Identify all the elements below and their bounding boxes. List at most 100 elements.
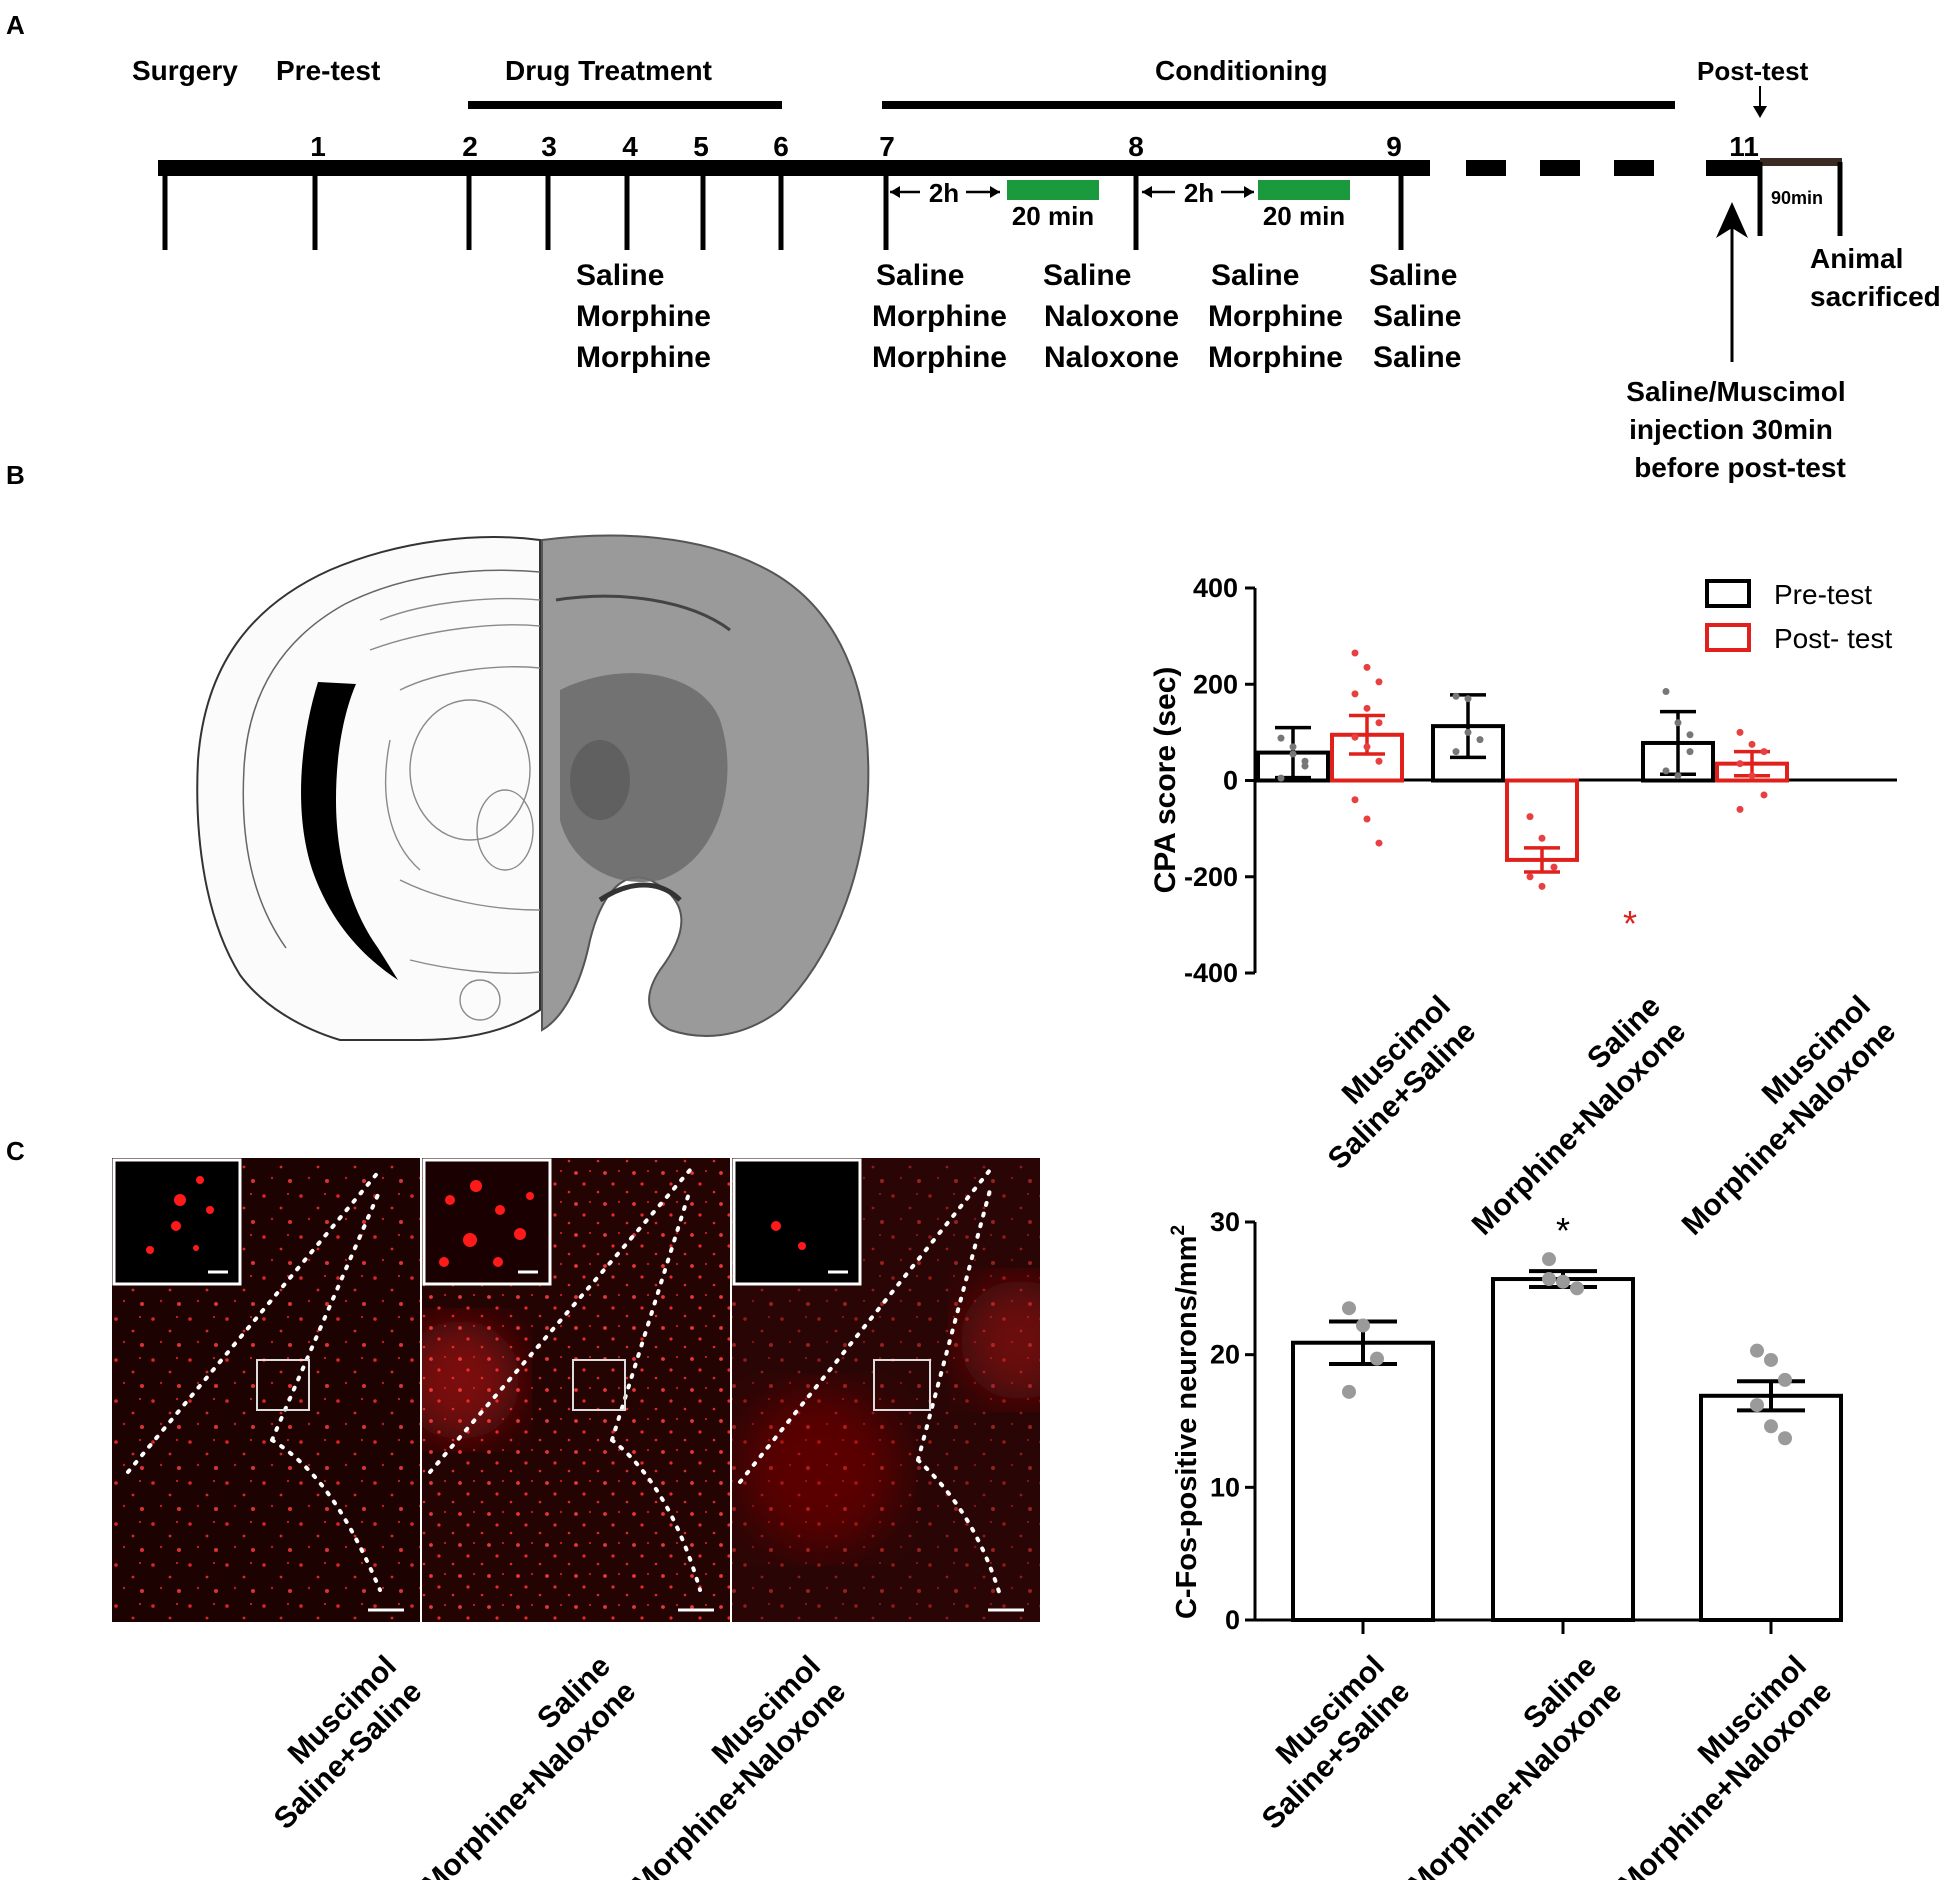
panel-a: A Surgery Pre-test Drug Treatment Condit… [6, 10, 1941, 483]
micrograph-1 [112, 1158, 420, 1622]
data-point [1750, 1398, 1764, 1413]
injection-arrow-head [1716, 202, 1748, 238]
data-point [1556, 1274, 1570, 1289]
data-point [1464, 728, 1472, 736]
atlas-outline [196, 536, 541, 1041]
panel-label-c: C [6, 1136, 25, 1166]
data-point [1686, 748, 1694, 756]
data-point [1736, 760, 1744, 768]
day-label: 9 [1386, 131, 1402, 162]
treatment-label: Morphine [872, 341, 1007, 374]
data-point [1686, 731, 1694, 739]
timeline-dash [1466, 160, 1506, 176]
micrograph-2 [422, 1158, 730, 1622]
post-test-bar [1760, 158, 1842, 166]
data-point [1542, 1252, 1556, 1267]
bar [1291, 1340, 1435, 1623]
data-point [1526, 873, 1534, 881]
treatment-label: Naloxone [1044, 341, 1179, 374]
data-point [1342, 1301, 1356, 1316]
y-ticks: 0 10 20 30 [1210, 1207, 1255, 1635]
panel-label-a: A [6, 10, 25, 40]
data-points [1277, 649, 1768, 890]
session-20min-label: 20 min [1263, 201, 1345, 231]
day-label: 8 [1128, 131, 1144, 162]
group-day7: Saline Morphine Morphine [872, 259, 1007, 374]
data-point [1476, 736, 1484, 744]
y-tick-label: 0 [1225, 1605, 1240, 1635]
significance-marker: * [1556, 1210, 1570, 1251]
group-day8: Saline Morphine Morphine [1208, 259, 1343, 374]
day-label: 5 [693, 131, 709, 162]
significance-marker: * [1623, 903, 1637, 944]
data-point [1375, 719, 1383, 727]
legend-swatch-pretest [1705, 579, 1751, 608]
treatment-label: Naloxone [1044, 300, 1179, 333]
treatment-label: Saline [1211, 259, 1299, 292]
data-point [1277, 774, 1285, 782]
x-tick-label-line: Morphine+Naloxone [1402, 1675, 1629, 1880]
data-point [1301, 757, 1309, 765]
data-point [1760, 791, 1768, 799]
treatment-label: Morphine [1208, 300, 1343, 333]
treatment-label: Saline [1369, 259, 1457, 292]
data-point [1363, 704, 1371, 712]
y-tick-label: 20 [1210, 1340, 1240, 1370]
sacrificed-line1: Animal [1810, 243, 1903, 274]
treatment-label: Saline [576, 259, 664, 292]
injection-note: Saline/Muscimol injection 30min before p… [1626, 376, 1845, 483]
day-label: 3 [541, 131, 557, 162]
injection-note-line: before post-test [1634, 452, 1846, 483]
phase-drug-treatment: Drug Treatment [505, 55, 712, 86]
injection-note-line: Saline/Muscimol [1626, 376, 1845, 407]
data-point [1289, 750, 1297, 758]
y-tick-label: 10 [1210, 1472, 1240, 1502]
panel-label-b: B [6, 460, 25, 490]
micrograph-label-line: Morphine+Naloxone [626, 1675, 853, 1880]
data-point [1538, 882, 1546, 890]
data-point [1342, 1384, 1356, 1399]
treatment-label: Saline [1043, 259, 1131, 292]
data-point [1778, 1431, 1792, 1446]
data-point [1351, 690, 1359, 698]
group-day7b: Saline Naloxone Naloxone [1043, 259, 1179, 374]
data-point [1750, 1343, 1764, 1358]
legend-swatch-posttest [1705, 623, 1751, 652]
treatment-label: Morphine [872, 300, 1007, 333]
data-point [1301, 762, 1309, 770]
legend-label-posttest: Post- test [1774, 623, 1892, 654]
data-point [1452, 692, 1460, 700]
interval-day7: 2h 20 min [890, 178, 1099, 231]
treatment-label: Morphine [576, 341, 711, 374]
session-20min-label: 20 min [1012, 201, 1094, 231]
y-axis-label-superscript: 2 [1168, 1225, 1189, 1236]
data-point [1351, 733, 1359, 741]
y-tick-label: 200 [1193, 669, 1238, 699]
data-point [1375, 757, 1383, 765]
session-bar [1007, 180, 1099, 200]
brain-section-image [196, 534, 870, 1041]
y-axis-label: CPA score (sec) [1149, 667, 1182, 894]
data-points [1342, 1252, 1792, 1446]
injection-note-line: injection 30min [1629, 414, 1833, 445]
treatment-label: Saline [1373, 300, 1461, 333]
day-numbers: 1 2 3 4 5 6 7 8 9 11 [310, 131, 1759, 162]
x-tick-label-line: Morphine+Naloxone [1612, 1675, 1839, 1880]
data-point [1674, 772, 1682, 780]
y-tick-label: 30 [1210, 1207, 1240, 1237]
data-point [1764, 1419, 1778, 1434]
y-tick-label: -200 [1184, 862, 1238, 892]
day-label: 1 [310, 131, 326, 162]
group-day9: Saline Saline Saline [1369, 259, 1461, 374]
